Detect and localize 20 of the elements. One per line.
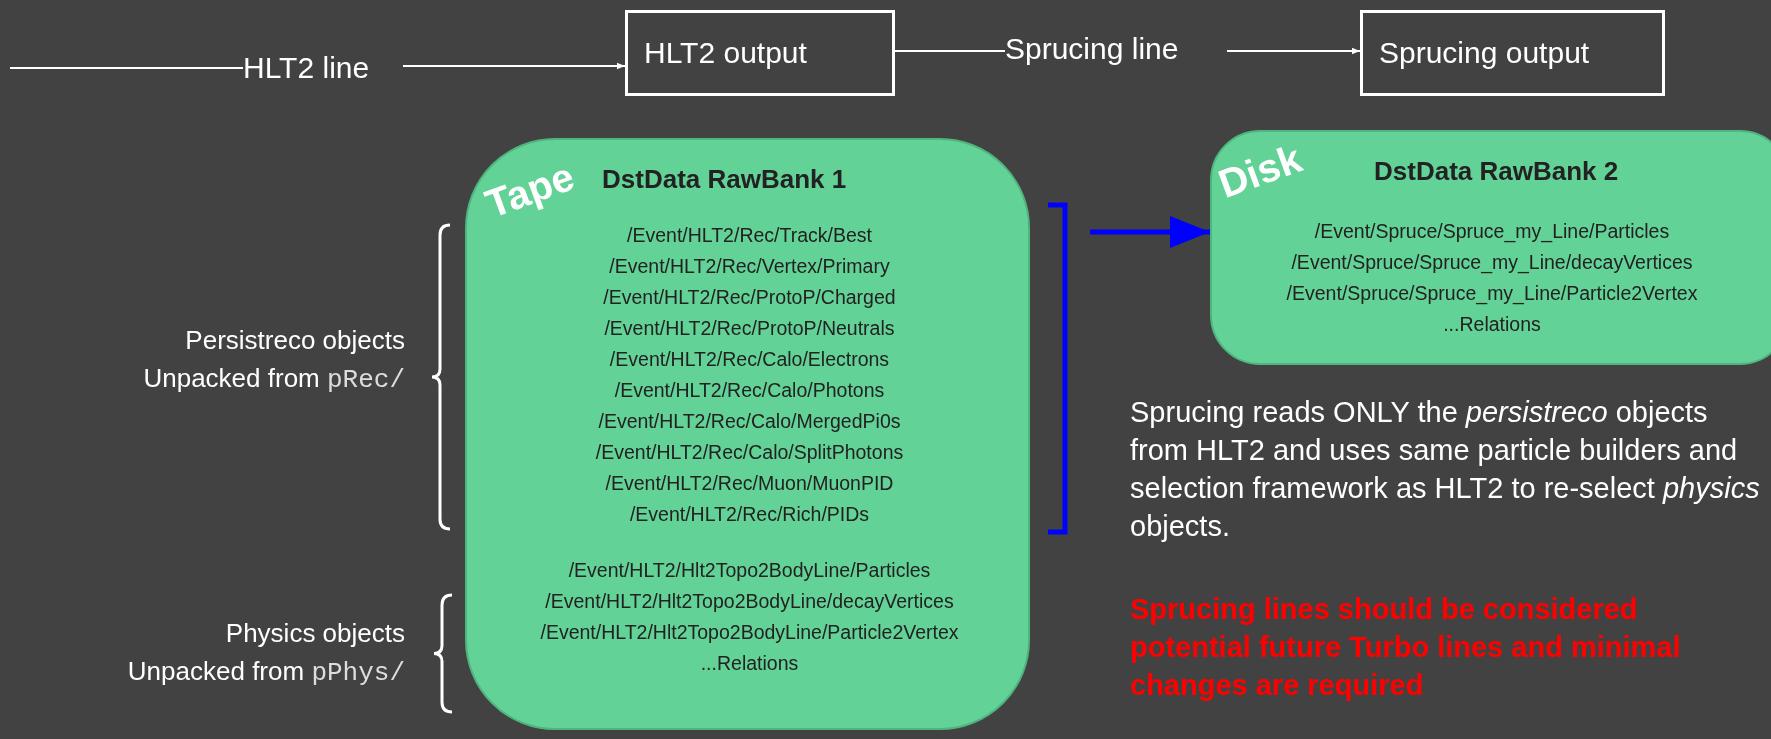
side-label: Unpacked from pPhys/ [126, 655, 405, 690]
box-title: DstData RawBank 2 [1374, 156, 1619, 187]
output-box: Sprucing output [1360, 10, 1665, 96]
box-title: DstData RawBank 1 [602, 164, 847, 195]
arrow [1090, 216, 1210, 248]
arrow [402, 62, 626, 70]
path-list: /Event/Spruce/Spruce_my_Line/Particles /Event/Spruce/Spruce_my_Line/decayVertices /Event/Spruce/Spruce_my_Line/Particle2Vertex ...Relations [1212, 216, 1771, 340]
side-label: Unpacked from pRec/ [142, 362, 405, 397]
path-list: /Event/HLT2/Hlt2Topo2BodyLine/Particles /Event/HLT2/Hlt2Topo2BodyLine/decayVertices /Event/HLT2/Hlt2Topo2BodyLine/Particle2Vertex ...Relations [467, 555, 1032, 679]
storage-label: Disk [1212, 135, 1308, 207]
note-paragraph: Sprucing reads ONLY the persistreco objects from HLT2 and uses same particle builders and selection framework as HLT2 to re-select physics objects. [1130, 395, 1761, 544]
storage-box [1210, 130, 1771, 365]
line-label: HLT2 line [243, 50, 403, 86]
arrow [1226, 47, 1361, 55]
warning-note: Sprucing lines should be considered potential future Turbo lines and minimal changes are required [1130, 592, 1682, 703]
line-label: Sprucing line [1005, 31, 1227, 67]
side-label: Physics objects [224, 617, 405, 650]
side-label: Persistreco objects [184, 324, 405, 357]
output-box: HLT2 output [625, 10, 895, 96]
storage-box [465, 138, 1030, 730]
